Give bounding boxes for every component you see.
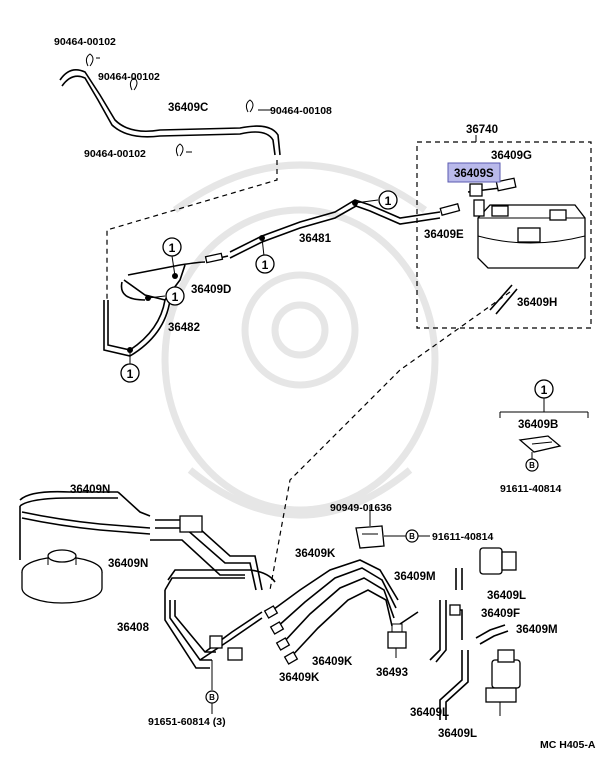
callout-1-right: 1 [378, 190, 398, 210]
label-clip-top: 90464-00102 [54, 36, 116, 48]
charcoal-canister [467, 177, 586, 315]
label-clip-right: 90464-00108 [270, 105, 332, 117]
solenoid-upper [455, 547, 517, 590]
label-hose-m-lower: 36409M [516, 624, 558, 636]
label-valve-493: 36493 [376, 667, 408, 679]
label-hose-l-mid: 36409L [410, 707, 449, 719]
label-hose-k-lower: 36409K [279, 672, 320, 684]
label-hose-k-mid: 36409K [312, 656, 353, 668]
canister-36740-frame [416, 135, 592, 329]
label-hose-c: 36409C [168, 102, 208, 114]
svg-text:B: B [209, 693, 215, 702]
label-hose-k-upper: 36409K [295, 548, 336, 560]
label-hose-f: 36409F [481, 608, 520, 620]
label-diagram-code: MC H405-A [540, 739, 596, 751]
label-hose-l-lower: 36409L [438, 728, 477, 740]
pipe-bundle-36408 [150, 515, 276, 690]
label-clip-lower: 90464-00102 [84, 148, 146, 160]
callout-1-bracket: 1 [534, 379, 554, 399]
svg-text:1: 1 [541, 383, 548, 397]
hose-36409c-assembly [59, 53, 281, 157]
callout-1-left: 1 [165, 286, 185, 306]
callout-1-mid: 1 [255, 254, 275, 274]
callout-1-bottom-left: 1 [120, 363, 140, 383]
label-hose-l-upper: 36409L [487, 590, 526, 602]
svg-text:B: B [409, 532, 415, 541]
callouts: 1 1 1 1 1 1 B B [120, 190, 554, 714]
label-hose-g: 36409G [491, 150, 532, 162]
hoses-36409l-36409m-36409f [429, 600, 509, 720]
label-pipe-408: 36408 [117, 622, 150, 634]
callout-b-bottom-bolt: B [205, 690, 219, 714]
watermark-emblem [161, 161, 439, 519]
callout-1-upper-left: 1 [162, 237, 182, 257]
pipe-36481-36482 [103, 199, 461, 364]
label-hose-d: 36409D [191, 284, 231, 296]
label-canister-assy: 36740 [466, 124, 498, 136]
label-hose-e: 36409E [424, 229, 464, 241]
svg-text:1: 1 [172, 290, 179, 304]
svg-text:1: 1 [385, 194, 392, 208]
label-bolt-b: 91611-40814 [500, 483, 561, 495]
solenoid-lower [485, 649, 521, 716]
svg-text:B: B [529, 461, 535, 470]
label-pipe-481: 36481 [299, 233, 332, 245]
bracket-90949-01636 [355, 506, 406, 549]
highlight-hose-s [447, 162, 501, 183]
svg-text:1: 1 [262, 258, 269, 272]
label-bracket-part: 90949-01636 [330, 502, 392, 514]
label-bolt-bracket: 91611-40814 [432, 531, 493, 543]
label-pipe-482: 36482 [168, 322, 200, 334]
bracket-36409b [499, 398, 589, 453]
hose-36409n-assembly [19, 490, 151, 560]
label-hose-s: 36409S [454, 168, 494, 180]
label-hose-n-lower: 36409N [108, 558, 148, 570]
label-clip-upper: 90464-00102 [98, 71, 160, 83]
label-hose-n-upper: 36409N [70, 484, 110, 496]
label-hose-h: 36409H [517, 297, 557, 309]
labels: 90464-00102 90464-00102 90464-00108 9046… [54, 36, 596, 751]
label-bolt-bottom: 91651-60814 (3) [148, 716, 226, 728]
vsv-36493 [387, 611, 419, 658]
callout-b-bracket-bolt: B [525, 452, 539, 472]
svg-text:1: 1 [169, 241, 176, 255]
svg-text:1: 1 [127, 367, 134, 381]
label-hose-m-upper: 36409M [394, 571, 436, 583]
vacuum-reservoir-drum [21, 549, 103, 604]
callout-b-mid-bolt: B [405, 529, 430, 543]
label-hose-b: 36409B [518, 419, 558, 431]
hoses-36409k [263, 559, 399, 665]
